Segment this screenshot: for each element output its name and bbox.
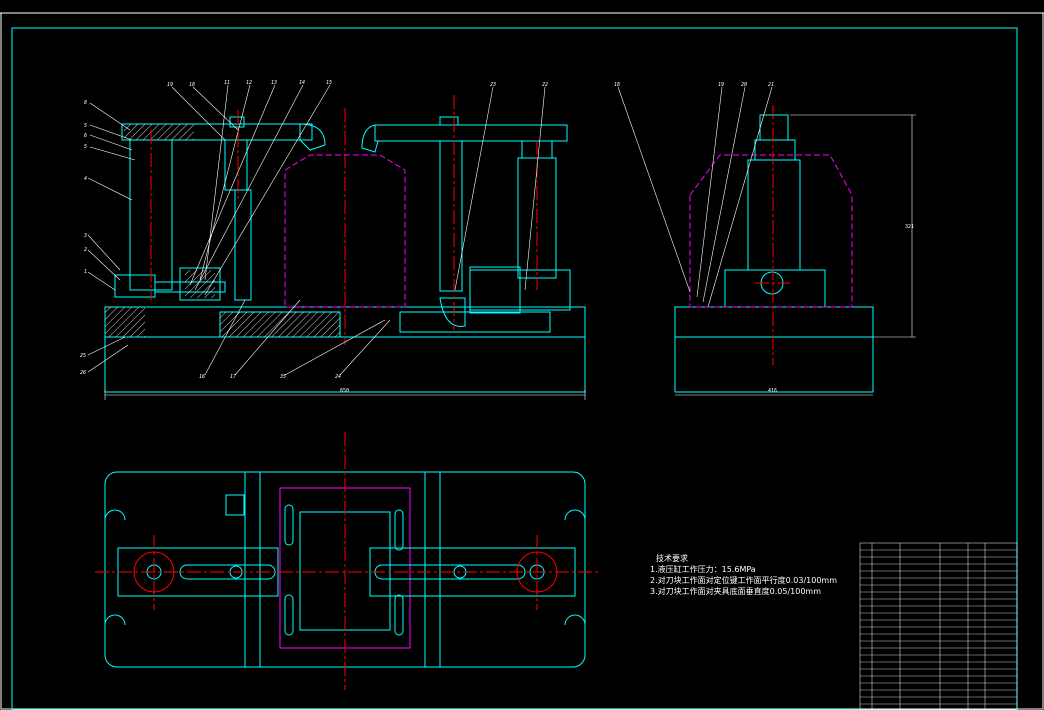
svg-text:24: 24 [335,374,341,380]
front-bolt-head [229,116,245,128]
front-width-dimension [104,390,586,400]
front-bolt-housing [224,139,248,191]
front-width-label: 650 [340,388,349,394]
svg-text:16: 16 [199,374,205,380]
front-hatching [105,124,340,337]
side-height-label: 321 [905,224,914,230]
front-clamp-body [114,274,156,298]
side-column [747,159,801,271]
side-column-cap [754,139,796,161]
side-base [674,336,874,393]
svg-text:15: 15 [326,80,332,86]
svg-text:22: 22 [542,82,548,88]
svg-text:23: 23 [490,82,496,88]
front-centerlines [150,95,538,345]
svg-text:18: 18 [614,82,620,88]
svg-text:5: 5 [84,144,87,150]
front-cyl-flange [469,266,521,314]
svg-text:18: 18 [189,82,195,88]
svg-text:12: 12 [246,80,252,86]
front-leaders [87,84,546,376]
svg-text:13: 13 [271,80,277,86]
technical-note-3: 3.对刀块工作面对夹具底面垂直度0.05/100mm [650,587,821,596]
front-right-arm-hook [361,124,379,153]
technical-notes-title: 技术要求 [656,554,688,563]
top-centerlines [95,432,600,690]
outer-frame [0,12,1044,710]
svg-text:19: 19 [167,82,173,88]
front-plate-right [399,311,551,333]
front-base [104,336,586,393]
svg-text:2: 2 [84,247,87,253]
side-base-plate [674,306,874,338]
svg-text:6: 6 [84,133,87,139]
svg-text:21: 21 [768,82,774,88]
svg-text:11: 11 [224,80,230,86]
front-support-cup [439,297,466,327]
front-workpiece [284,154,406,308]
front-right-arm [374,124,568,142]
svg-text:17: 17 [230,374,236,380]
svg-text:35: 35 [279,374,286,380]
svg-text:20: 20 [741,82,747,88]
front-bolt-right-head [439,116,459,126]
side-top-bolt [759,114,789,141]
side-body [724,269,826,308]
side-dimensions [675,114,916,396]
svg-text:8: 8 [84,100,87,106]
svg-text:25: 25 [80,353,86,359]
front-top-arm [121,123,313,141]
side-view [674,114,874,393]
technical-notes: 技术要求 1.液压缸工作压力：15.6MPa 2.对刀块工作面对定位键工作面平行… [650,553,837,597]
svg-text:19: 19 [718,82,724,88]
side-width-label: 416 [768,388,777,394]
front-cylinder-small [234,189,252,301]
technical-note-1: 1.液压缸工作压力：15.6MPa [650,565,756,574]
front-balloons: 8 5 6 5 4 3 2 1 25 26 19 18 11 12 13 14 … [80,80,548,380]
bom-table [859,542,1018,710]
bom-rows [860,549,1017,705]
svg-text:1: 1 [84,269,87,275]
svg-text:26: 26 [80,370,86,376]
side-centerlines [755,105,790,365]
side-workpiece [689,154,853,308]
drawing-border [11,27,1018,710]
front-rod-1 [439,140,463,292]
side-leaders [617,86,773,308]
front-clamp-block [179,267,221,301]
svg-text:4: 4 [84,176,87,182]
svg-text:3: 3 [83,233,87,239]
svg-text:5: 5 [84,123,87,129]
technical-note-2: 2.对刀块工作面对定位键工作面平行度0.03/100mm [650,576,837,585]
svg-text:14: 14 [299,80,305,86]
side-balloons: 18 19 20 21 [614,82,774,88]
